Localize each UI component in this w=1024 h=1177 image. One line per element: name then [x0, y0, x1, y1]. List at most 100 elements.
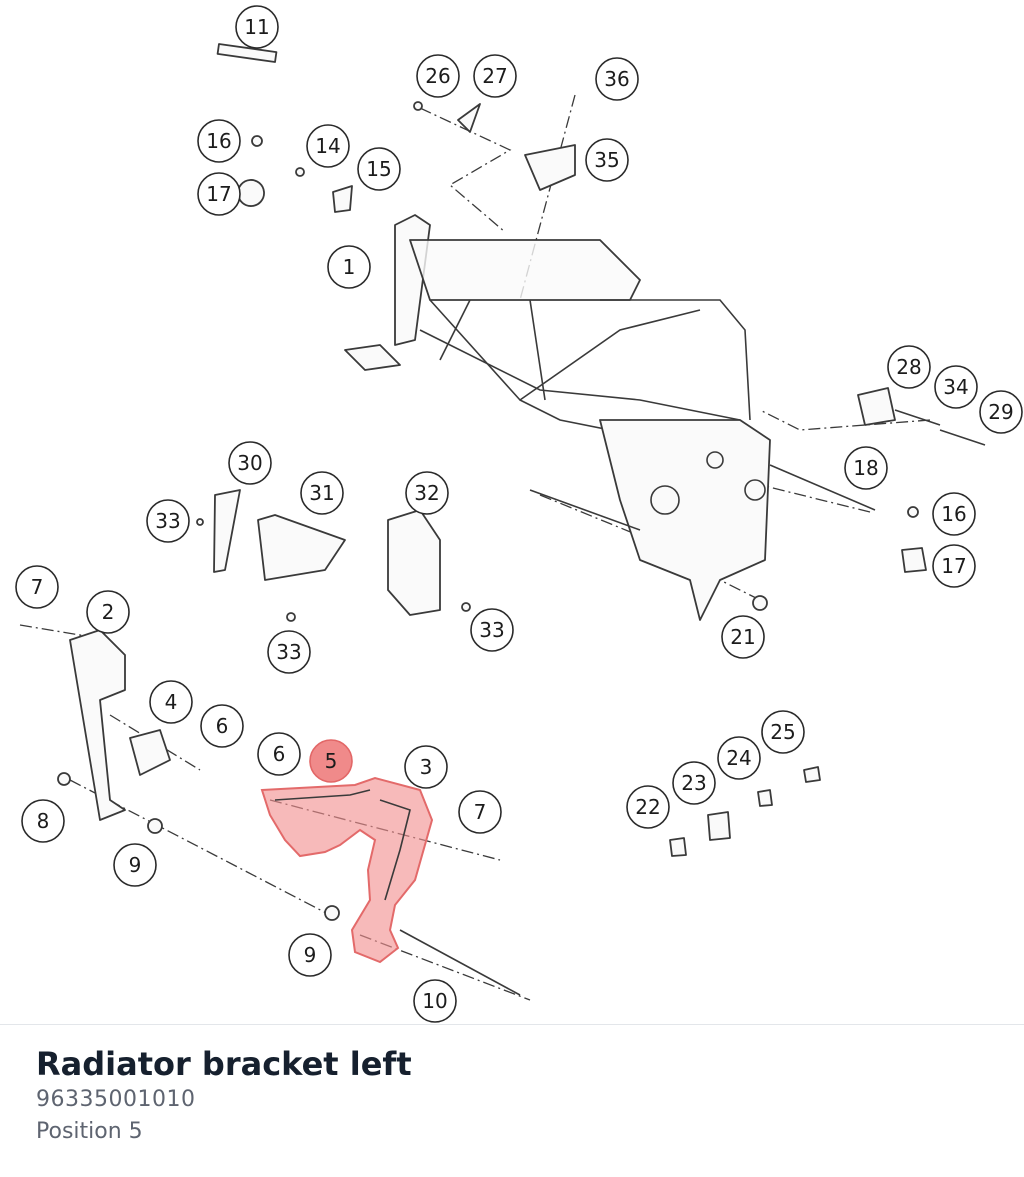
- position-marker-1[interactable]: 1: [327, 245, 371, 289]
- position-marker-label: 32: [414, 481, 439, 505]
- position-marker-label: 11: [244, 15, 269, 39]
- position-marker-18[interactable]: 18: [844, 446, 888, 490]
- position-marker-label: 3: [420, 755, 433, 779]
- position-marker-circle: [585, 138, 629, 182]
- position-marker-31[interactable]: 31: [300, 471, 344, 515]
- position-marker-label: 6: [273, 742, 286, 766]
- position-marker-32[interactable]: 32: [405, 471, 449, 515]
- position-marker-30[interactable]: 30: [228, 441, 272, 485]
- position-marker-16[interactable]: 16: [197, 119, 241, 163]
- position-marker-23[interactable]: 23: [672, 761, 716, 805]
- position-marker-label: 15: [366, 157, 391, 181]
- position-marker-circle: [200, 704, 244, 748]
- position-marker-label: 9: [304, 943, 317, 967]
- position-marker-22[interactable]: 22: [626, 785, 670, 829]
- position-marker-21[interactable]: 21: [721, 615, 765, 659]
- position-marker-label: 23: [681, 771, 706, 795]
- position-marker-circle: [235, 5, 279, 49]
- position-marker-circle: [228, 441, 272, 485]
- position-marker-label: 24: [726, 746, 751, 770]
- position-marker-label: 7: [31, 575, 44, 599]
- position-marker-34[interactable]: 34: [934, 365, 978, 409]
- position-marker-circle: [404, 745, 448, 789]
- position-marker-28[interactable]: 28: [887, 345, 931, 389]
- position-marker-circle: [934, 365, 978, 409]
- position-marker-label: 33: [479, 618, 504, 642]
- position-marker-label: 8: [37, 809, 50, 833]
- position-marker-circle: [267, 630, 311, 674]
- position-marker-label: 2: [102, 600, 115, 624]
- radiator-bracket-left-highlight[interactable]: [260, 776, 434, 964]
- part-title: Radiator bracket left: [36, 1045, 412, 1083]
- position-marker-6[interactable]: 6: [200, 704, 244, 748]
- position-marker-circle: [197, 172, 241, 216]
- position-marker-circle: [887, 345, 931, 389]
- position-marker-label: 29: [988, 400, 1013, 424]
- position-marker-3[interactable]: 3: [404, 745, 448, 789]
- position-marker-circle: [197, 119, 241, 163]
- position-marker-4[interactable]: 4: [149, 680, 193, 724]
- position-marker-circle: [146, 499, 190, 543]
- position-marker-29[interactable]: 29: [979, 390, 1023, 434]
- position-marker-circle: [470, 608, 514, 652]
- position-marker-circle: [979, 390, 1023, 434]
- position-marker-17[interactable]: 17: [932, 544, 976, 588]
- position-marker-9[interactable]: 9: [113, 843, 157, 887]
- position-marker-circle: [309, 739, 353, 783]
- position-marker-label: 28: [896, 355, 921, 379]
- main-frame: [344, 144, 771, 621]
- position-marker-17[interactable]: 17: [197, 172, 241, 216]
- position-marker-15[interactable]: 15: [357, 147, 401, 191]
- position-marker-circle: [288, 933, 332, 977]
- position-marker-circle: [844, 446, 888, 490]
- position-marker-11[interactable]: 11: [235, 5, 279, 49]
- position-marker-circle: [721, 615, 765, 659]
- position-marker-33[interactable]: 33: [267, 630, 311, 674]
- part-info-panel: Radiator bracket left 96335001010 Positi…: [0, 1024, 1024, 1177]
- position-marker-5[interactable]: 5: [309, 739, 353, 783]
- position-marker-circle: [932, 492, 976, 536]
- position-marker-35[interactable]: 35: [585, 138, 629, 182]
- position-marker-circle: [306, 124, 350, 168]
- position-marker-label: 30: [237, 451, 262, 475]
- position-marker-36[interactable]: 36: [595, 57, 639, 101]
- position-marker-7[interactable]: 7: [458, 790, 502, 834]
- position-marker-16[interactable]: 16: [932, 492, 976, 536]
- position-marker-label: 16: [206, 129, 231, 153]
- position-marker-circle: [672, 761, 716, 805]
- position-marker-26[interactable]: 26: [416, 54, 460, 98]
- position-marker-circle: [717, 736, 761, 780]
- position-marker-25[interactable]: 25: [761, 710, 805, 754]
- position-marker-circle: [416, 54, 460, 98]
- position-marker-circle: [595, 57, 639, 101]
- position-marker-circle: [300, 471, 344, 515]
- position-marker-circle: [458, 790, 502, 834]
- position-marker-8[interactable]: 8: [21, 799, 65, 843]
- position-marker-33[interactable]: 33: [470, 608, 514, 652]
- position-marker-label: 5: [325, 749, 338, 773]
- position-marker-7[interactable]: 7: [15, 565, 59, 609]
- position-marker-circle: [86, 590, 130, 634]
- part-number: 96335001010: [36, 1087, 196, 1112]
- position-marker-2[interactable]: 2: [86, 590, 130, 634]
- position-marker-6[interactable]: 6: [257, 732, 301, 776]
- position-marker-label: 17: [941, 554, 966, 578]
- position-marker-label: 7: [474, 800, 487, 824]
- position-marker-9[interactable]: 9: [288, 933, 332, 977]
- position-marker-27[interactable]: 27: [473, 54, 517, 98]
- position-marker-33[interactable]: 33: [146, 499, 190, 543]
- position-marker-circle: [473, 54, 517, 98]
- position-marker-circle: [21, 799, 65, 843]
- position-marker-label: 33: [155, 509, 180, 533]
- position-marker-circle: [257, 732, 301, 776]
- position-marker-24[interactable]: 24: [717, 736, 761, 780]
- position-marker-label: 17: [206, 182, 231, 206]
- position-marker-circle: [413, 979, 457, 1023]
- position-marker-10[interactable]: 10: [413, 979, 457, 1023]
- position-marker-circle: [357, 147, 401, 191]
- position-marker-label: 31: [309, 481, 334, 505]
- position-marker-circle: [15, 565, 59, 609]
- position-marker-circle: [626, 785, 670, 829]
- position-marker-14[interactable]: 14: [306, 124, 350, 168]
